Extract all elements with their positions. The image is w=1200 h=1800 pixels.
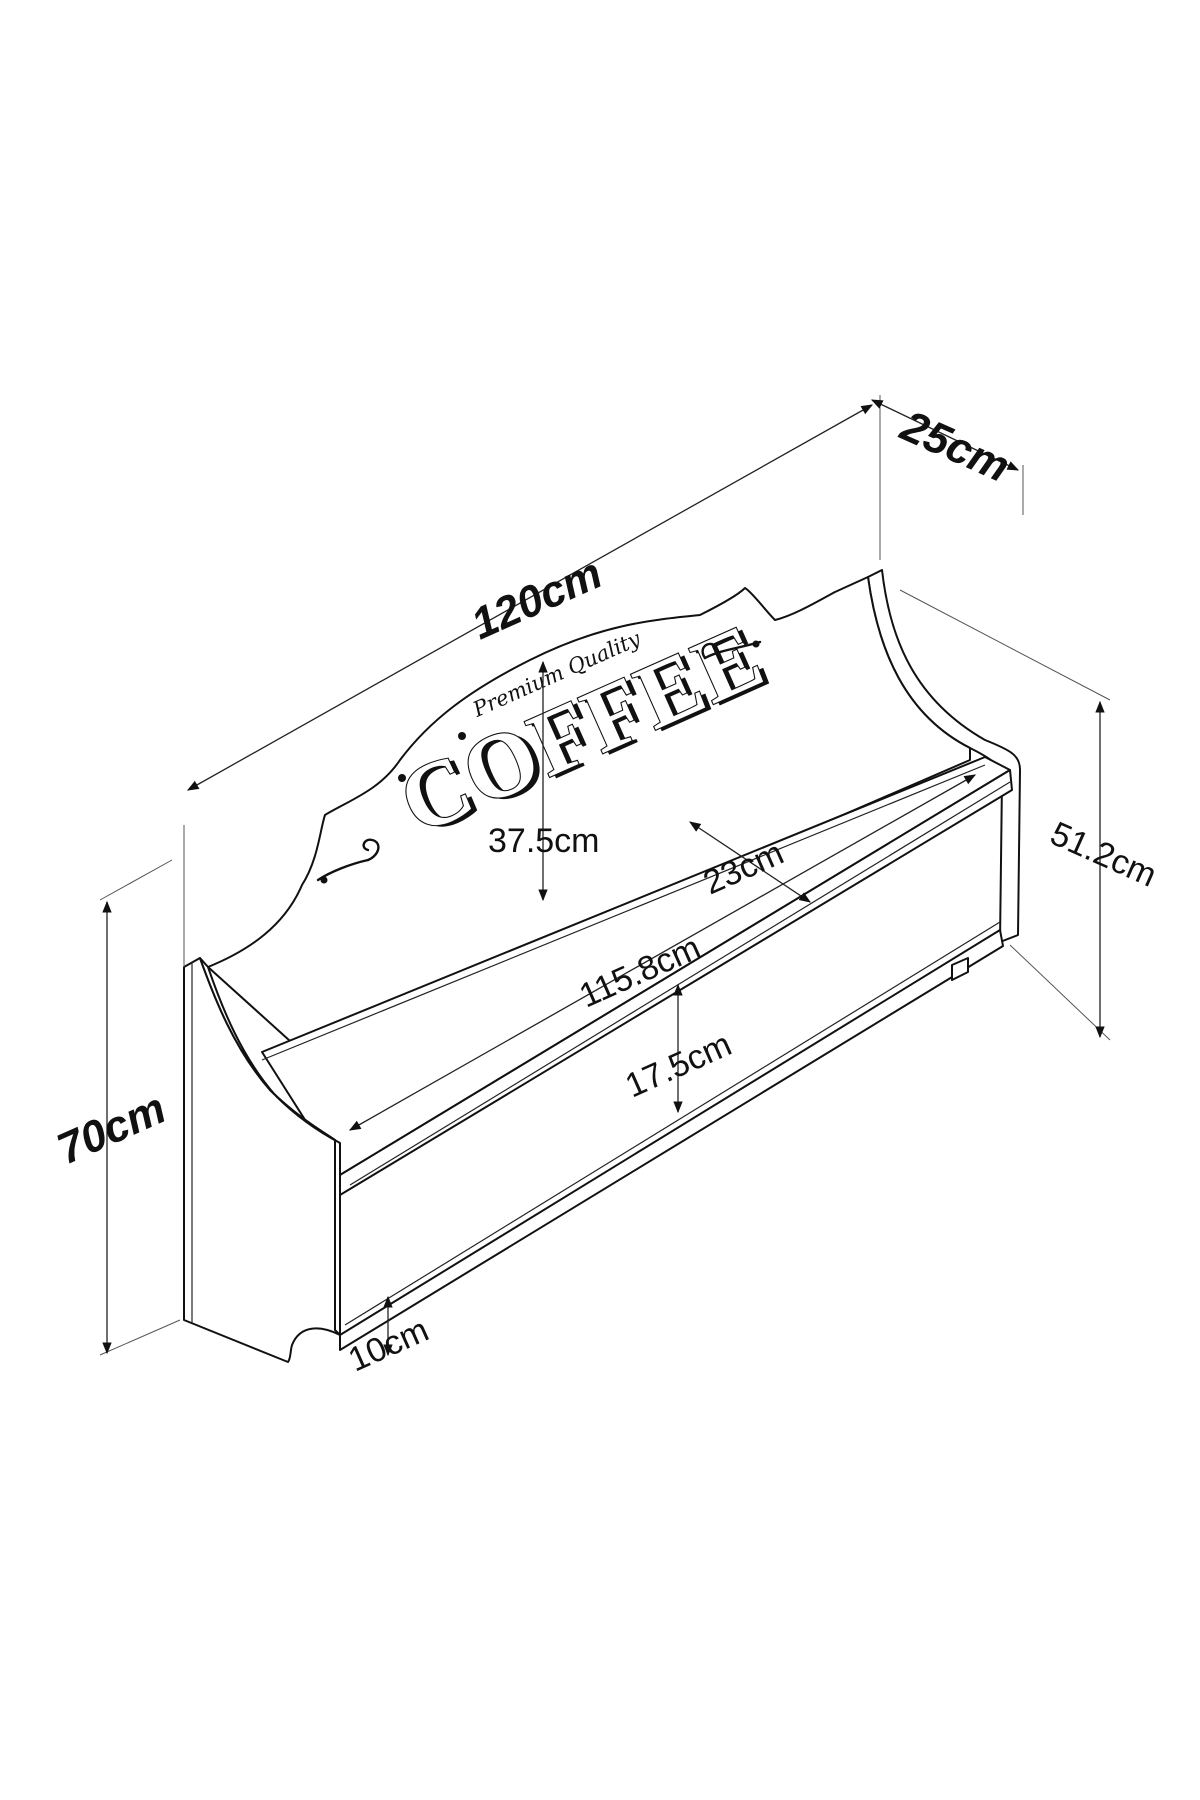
flourish-dot-lower [398,774,406,782]
left-side-thickness [199,957,341,1336]
dim-bottom-gap: 10cm [343,1295,434,1379]
dim-overall-depth: 25cm [870,395,1024,515]
dim-back-height-label: 51.2cm [1045,815,1162,895]
dim-overall-height-label: 70cm [50,1084,173,1175]
flourish-dot-upper [458,732,466,740]
dim-overall-depth-label: 25cm [893,401,1017,492]
dim-overall-width-label: 120cm [464,549,609,649]
dim-overall-height: 70cm [50,859,181,1356]
dim-sign-height-label: 37.5cm [488,822,600,860]
